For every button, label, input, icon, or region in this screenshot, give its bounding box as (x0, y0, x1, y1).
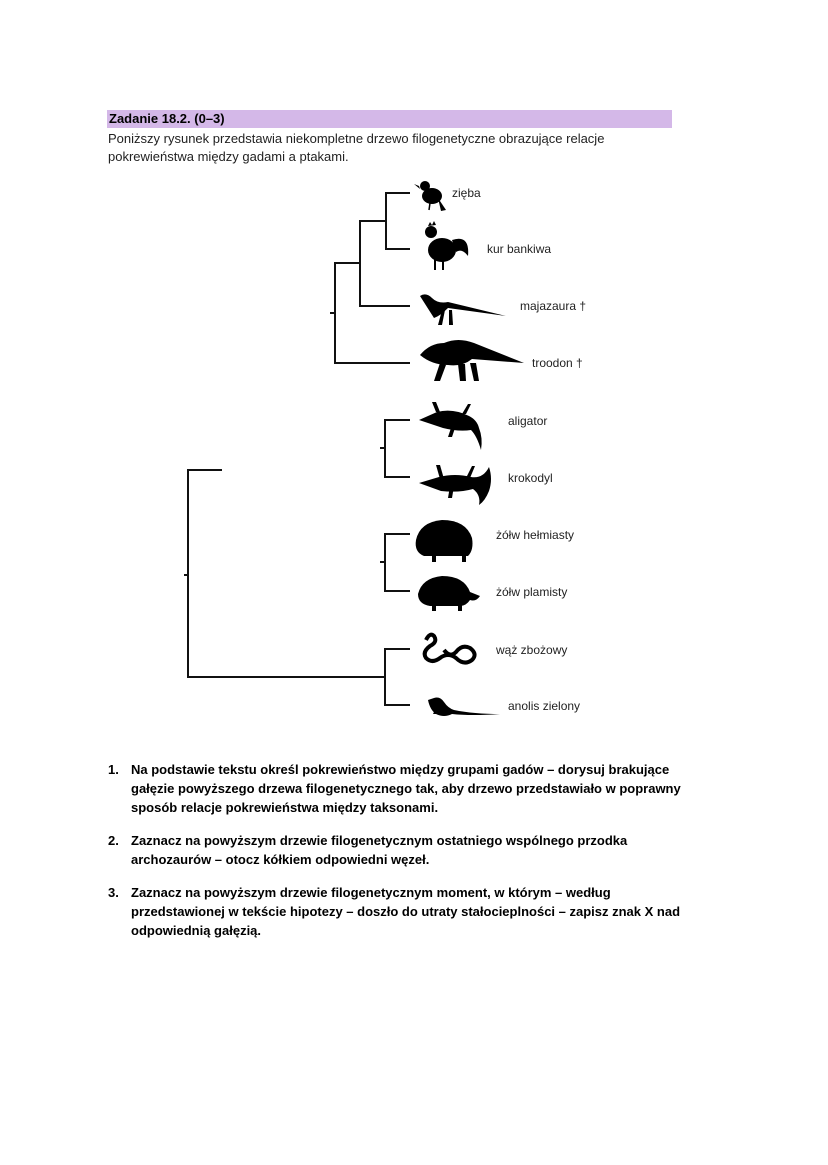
phylogenetic-tree: zięba kur bankiwa majazaura † troodon † … (184, 181, 586, 716)
taxon-label-anolis-zielony: anolis zielony (508, 699, 580, 713)
task-item: 2. Zaznacz na powyższym drzewie filogene… (108, 831, 698, 869)
taxon-label-majazaura: majazaura † (520, 299, 586, 313)
taxon-label-troodon: troodon † (532, 356, 583, 370)
taxon-label-zolw-helmiasty: żółw hełmiasty (496, 528, 574, 542)
finch-silhouette-icon (414, 181, 446, 211)
task-number: 3. (108, 885, 119, 900)
large-dinosaur-silhouette-icon (420, 340, 524, 381)
taxon-label-waz-zbozowy: wąż zbożowy (495, 643, 567, 657)
rooster-silhouette-icon (425, 221, 469, 270)
taxon-label-zieba: zięba (452, 186, 481, 200)
task-item: 1. Na podstawie tekstu określ pokrewieńs… (108, 760, 698, 817)
branch-squamates (384, 648, 410, 706)
snake-silhouette-icon (422, 632, 477, 665)
spotted-turtle-silhouette-icon (418, 576, 480, 611)
tree-branches (184, 192, 410, 706)
small-dinosaur-silhouette-icon (420, 294, 506, 325)
taxon-label-zolw-plamisty: żółw plamisty (496, 585, 567, 599)
task-header: Zadanie 18.2. (0–3) (107, 110, 672, 128)
branch-root (187, 469, 385, 678)
helmeted-turtle-silhouette-icon (415, 520, 473, 562)
branch-turtles (384, 533, 410, 592)
task-item: 3. Zaznacz na powyższym drzewie filogene… (108, 883, 698, 940)
task-text: Zaznacz na powyższym drzewie filogenetyc… (131, 833, 628, 867)
task-number: 1. (108, 762, 119, 777)
task-list: 1. Na podstawie tekstu określ pokrewieńs… (108, 760, 698, 954)
crocodile-silhouette-icon (419, 465, 491, 505)
branch-bird-pair (385, 192, 410, 250)
task-number: 2. (108, 833, 119, 848)
branch-crocodilians (384, 419, 410, 478)
anole-lizard-silhouette-icon (428, 697, 500, 716)
alligator-silhouette-icon (419, 402, 482, 450)
taxon-label-aligator: aligator (508, 414, 547, 428)
intro-text: Poniższy rysunek przedstawia niekompletn… (108, 131, 605, 164)
task-text: Zaznacz na powyższym drzewie filogenetyc… (131, 885, 681, 938)
taxon-label-kur-bankiwa: kur bankiwa (487, 242, 551, 256)
taxon-label-krokodyl: krokodyl (508, 471, 553, 485)
task-text: Na podstawie tekstu określ pokrewieństwo… (131, 762, 681, 815)
branch-troodon (334, 262, 410, 364)
